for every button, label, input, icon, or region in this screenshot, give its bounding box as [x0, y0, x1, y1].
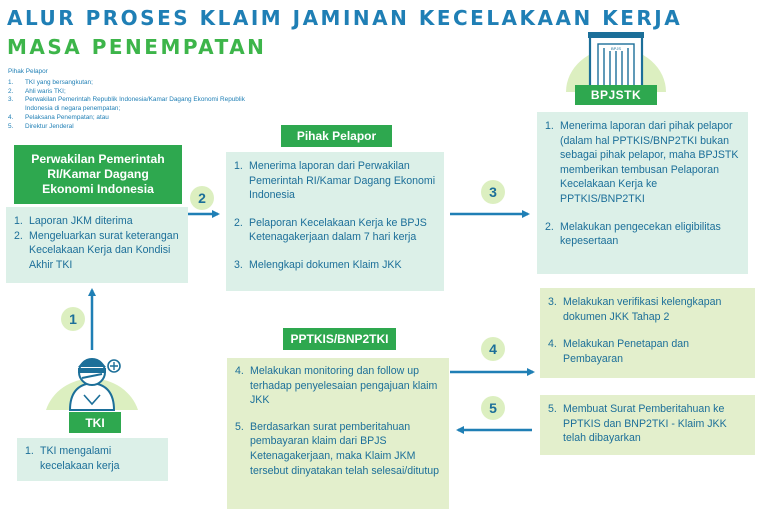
- perwakilan-box: 1.Laporan JKM diterima 2.Mengeluarkan su…: [6, 207, 188, 283]
- building-icon: BPJS: [566, 32, 666, 94]
- list-item: 5.Berdasarkan surat pemberitahuan pembay…: [235, 420, 440, 477]
- tki-label: TKI: [69, 412, 121, 433]
- bpjstk-bottom-box: 5.Membuat Surat Pemberitahuan ke PPTKIS …: [540, 395, 755, 455]
- pelapor-label: Pihak Pelapor: [281, 125, 392, 147]
- bpjstk-box: 1.Menerima laporan dari pihak pelapor (d…: [537, 112, 748, 274]
- list-item: 1.Laporan JKM diterima: [14, 215, 133, 227]
- tki-box: 1.TKI mengalami kecelakaan kerja: [17, 438, 168, 481]
- list-item: 2.Pelaporan Kecelakaan Kerja ke BPJS Ket…: [234, 216, 427, 244]
- reporter-item: 4.Pelaksana Penempatan; atau: [8, 113, 109, 121]
- page-title: ALUR PROSES KLAIM JAMINAN KECELAKAAN KER…: [7, 6, 683, 30]
- reporter-list-heading: Pihak Pelapor: [8, 68, 48, 75]
- list-item: 1.Menerima laporan dari Perwakilan Pemer…: [234, 160, 436, 202]
- list-item: 2.Mengeluarkan surat keterangan Kecelaka…: [14, 229, 179, 271]
- list-item: 4.Melakukan monitoring dan follow up ter…: [235, 365, 438, 407]
- list-item: 3.Melakukan verifikasi kelengkapan dokum…: [548, 296, 722, 323]
- step-5-badge: 5: [481, 396, 505, 420]
- step-1-badge: 1: [61, 307, 85, 331]
- list-item: 1.TKI mengalami kecelakaan kerja: [25, 445, 120, 472]
- reporter-item: 3.Perwakilan Pemerintah Republik Indones…: [8, 96, 245, 113]
- worker-icon: [46, 358, 138, 411]
- svg-text:BPJS: BPJS: [611, 46, 621, 51]
- list-item: 1.Menerima laporan dari pihak pelapor (d…: [545, 120, 739, 205]
- reporter-list: Pihak Pelapor 1.TKI yang bersangkutan; 2…: [8, 68, 248, 132]
- bpjstk-lower-box: 3.Melakukan verifikasi kelengkapan dokum…: [540, 288, 755, 378]
- reporter-item: 1.TKI yang bersangkutan;: [8, 78, 93, 86]
- pptkis-box: 4.Melakukan monitoring dan follow up ter…: [227, 358, 449, 509]
- reporter-item: 2.Ahli waris TKI;: [8, 87, 66, 95]
- step-2-badge: 2: [190, 186, 214, 210]
- step-4-badge: 4: [481, 337, 505, 361]
- pelapor-box: 1.Menerima laporan dari Perwakilan Pemer…: [226, 152, 444, 291]
- reporter-item: 5.Direktur Jenderal: [8, 122, 74, 130]
- pptkis-label: PPTKIS/BNP2TKI: [283, 328, 396, 350]
- list-item: 4.Melakukan Penetapan dan Pembayaran: [548, 338, 690, 365]
- list-item: 3.Melengkapi dokumen Klaim JKK: [234, 258, 402, 271]
- step-3-badge: 3: [481, 180, 505, 204]
- perwakilan-label: Perwakilan Pemerintah RI/Kamar Dagang Ek…: [14, 145, 182, 204]
- bpjstk-label: BPJSTK: [575, 85, 657, 105]
- list-item: 5.Membuat Surat Pemberitahuan ke PPTKIS …: [548, 403, 727, 445]
- page-subtitle: MASA PENEMPATAN: [7, 35, 267, 59]
- list-item: 2.Melakukan pengecekan eligibilitas kepe…: [545, 220, 721, 248]
